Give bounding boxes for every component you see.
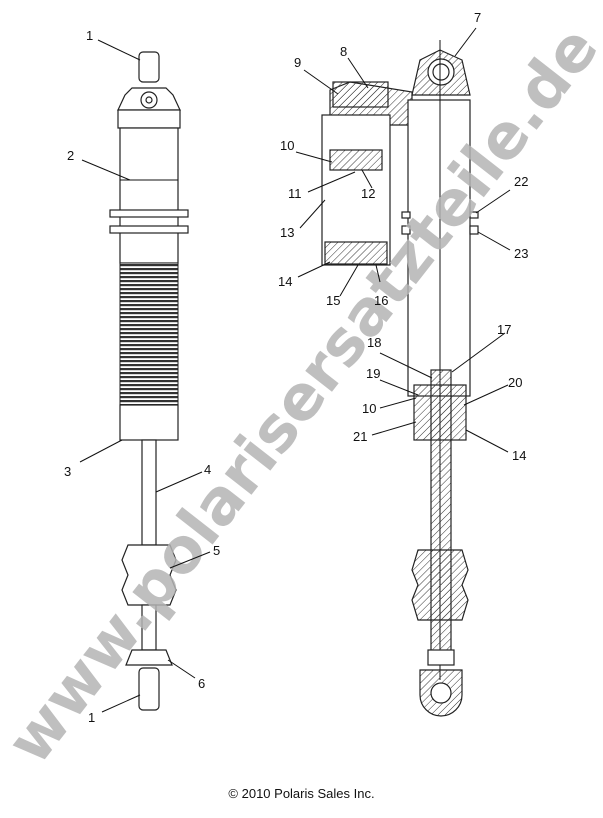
callout-6: 6: [198, 676, 205, 691]
spring-retainer: [119, 404, 179, 441]
bump-stop: [121, 544, 177, 606]
callout-5: 5: [213, 543, 220, 558]
watermark: www.polarisersatzteile.de: [0, 12, 603, 777]
callout-2: 2: [67, 148, 74, 163]
cap-ring: [117, 109, 181, 129]
reservoir-end-cap: [324, 241, 388, 265]
reservoir: [321, 114, 391, 266]
callout-19: 19: [366, 366, 380, 381]
shock-body: [119, 127, 179, 264]
callout-3: 3: [64, 464, 71, 479]
callout-10-piston: 10: [362, 401, 376, 416]
leader-lines: [79, 27, 511, 713]
left-shock-exterior: [109, 51, 189, 711]
adjuster-valve: [332, 81, 389, 108]
callout-11: 11: [288, 186, 302, 201]
callout-7: 7: [474, 10, 481, 25]
callout-1-bottom: 1: [88, 710, 95, 725]
callout-4: 4: [204, 462, 211, 477]
callout-10-reservoir: 10: [280, 138, 294, 153]
floating-piston: [329, 149, 383, 171]
callout-17: 17: [497, 322, 511, 337]
callout-16: 16: [374, 293, 388, 308]
callout-13: 13: [280, 225, 294, 240]
bottom-eyelet: [138, 667, 160, 711]
top-eyelet: [138, 51, 160, 83]
bump-stop-cutaway: [411, 549, 469, 621]
callout-21: 21: [353, 429, 367, 444]
callout-9: 9: [294, 55, 301, 70]
callout-15: 15: [326, 293, 340, 308]
callouts: 1 2 3 4 5 6 1 7 8 9 10 11 12 13 14 15 16…: [64, 10, 528, 725]
callout-12: 12: [361, 186, 375, 201]
copyright: © 2010 Polaris Sales Inc.: [228, 786, 375, 801]
callout-8: 8: [340, 44, 347, 59]
callout-1-top: 1: [86, 28, 93, 43]
main-cylinder: [407, 99, 471, 397]
right-shock-cutaway: [321, 40, 479, 717]
callout-23: 23: [514, 246, 528, 261]
lower-cap: [125, 649, 173, 666]
callout-14-reservoir: 14: [278, 274, 292, 289]
callout-22: 22: [514, 174, 528, 189]
spring: [119, 262, 179, 406]
callout-18: 18: [367, 335, 381, 350]
callout-20: 20: [508, 375, 522, 390]
callout-14-piston: 14: [512, 448, 526, 463]
